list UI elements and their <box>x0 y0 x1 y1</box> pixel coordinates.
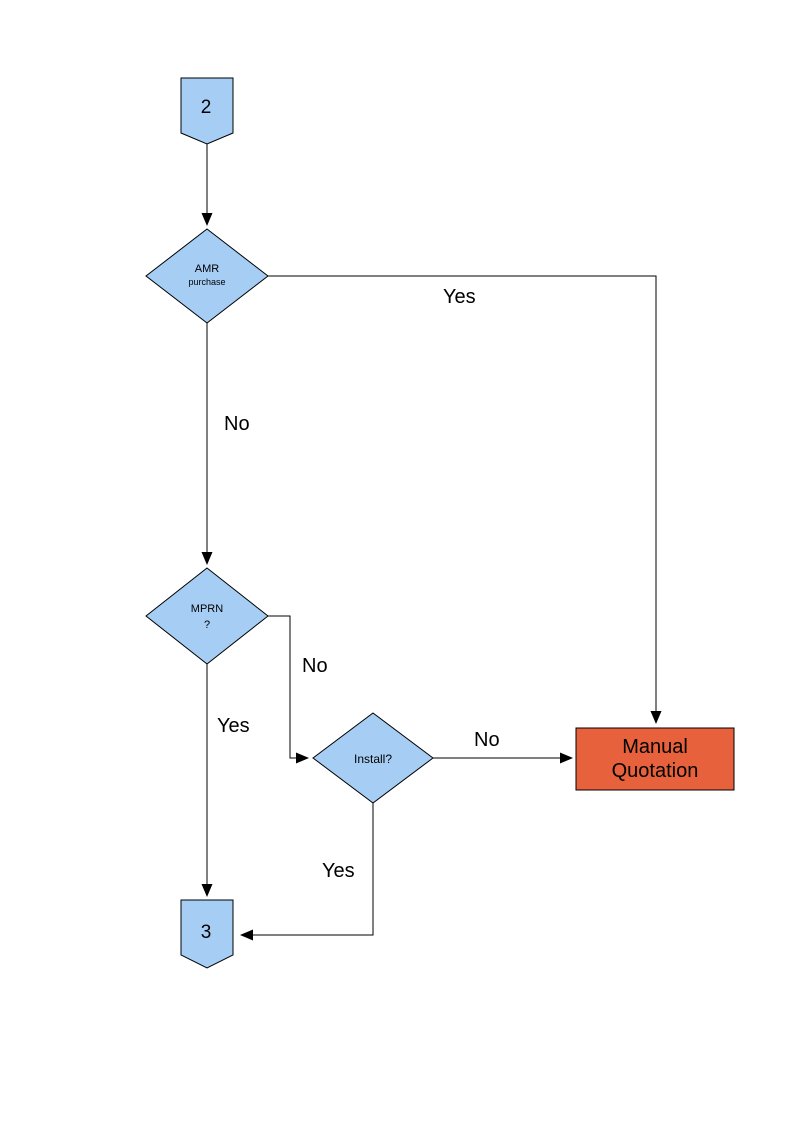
manual-quotation-box <box>575 727 735 791</box>
node-connector-3: 3 <box>180 899 234 969</box>
install-diamond <box>312 712 434 804</box>
amr-purchase-diamond <box>145 228 269 324</box>
manual-quotation-label-line1: Manual <box>622 736 688 758</box>
connector-2-label: 2 <box>201 97 212 118</box>
manual-quotation-label-line2: Quotation <box>612 760 699 782</box>
edge-label-amr-no: No <box>224 413 250 435</box>
edge-label-mprn-yes: Yes <box>217 715 250 737</box>
edge-mprn-no-to-install <box>268 615 309 764</box>
node-install: Install? <box>312 712 434 804</box>
node-connector-2: 2 <box>180 77 234 145</box>
mprn-label: MPRN <box>191 603 223 615</box>
mprn-diamond <box>145 567 269 665</box>
connector-2-shape <box>180 77 234 145</box>
edge-label-mprn-no: No <box>302 655 328 677</box>
install-label: Install? <box>354 752 392 766</box>
mprn-sublabel: ? <box>204 619 210 631</box>
amr-purchase-label: AMR <box>195 263 220 275</box>
edge-install-yes-to-connector3 <box>240 803 374 941</box>
node-manual-quotation: Manual Quotation <box>575 727 735 791</box>
edge-label-install-no: No <box>474 729 500 751</box>
edge-amr-yes-to-manual-quotation <box>268 275 662 724</box>
amr-purchase-sublabel: purchase <box>188 277 225 287</box>
node-mprn: MPRN ? <box>145 567 269 665</box>
connector-3-shape <box>180 899 234 969</box>
edge-label-install-yes: Yes <box>322 860 355 882</box>
node-amr-purchase: AMR purchase <box>145 228 269 324</box>
connector-3-label: 3 <box>201 922 212 943</box>
edge-label-amr-yes: Yes <box>443 286 476 308</box>
